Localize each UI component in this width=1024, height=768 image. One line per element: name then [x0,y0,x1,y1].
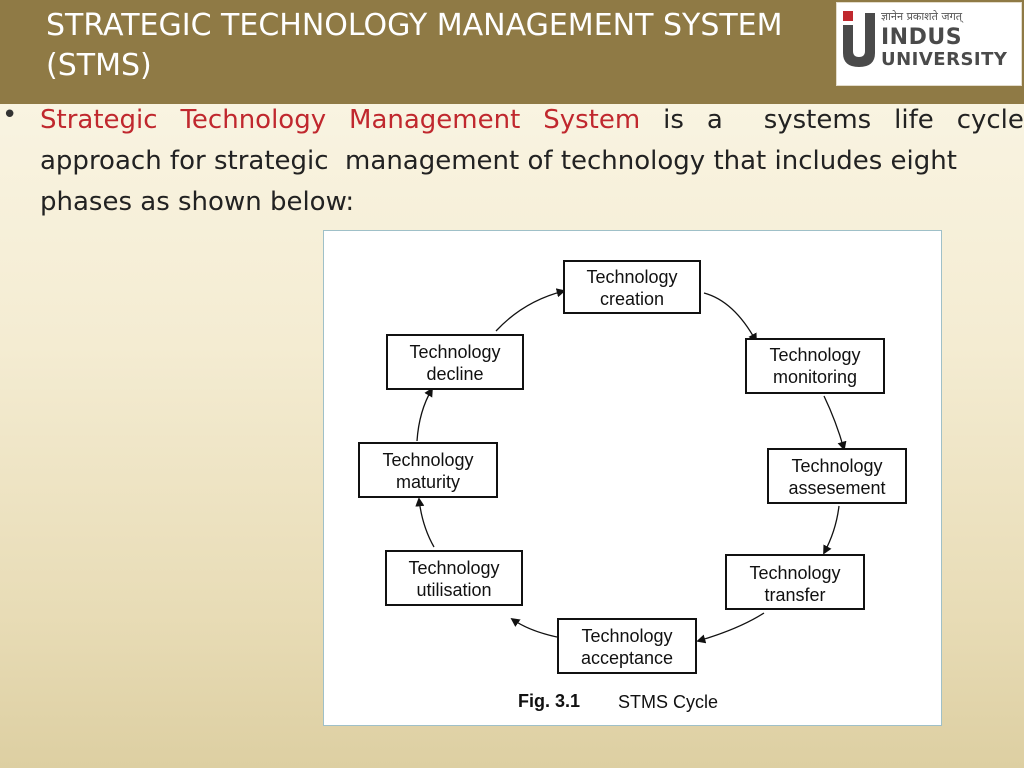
logo-name-line-2: UNIVERSITY [881,49,1008,70]
highlight-word: Strategic [40,105,158,135]
svg-text:Technology: Technology [791,456,882,476]
paragraph-word: cycle [956,105,1024,135]
phase-box-utilisation: Technology utilisation [385,550,523,606]
figure-caption-label: Fig. 3.1 [518,691,580,711]
body-paragraph: Strategic Technology Management System i… [40,100,1024,223]
highlight-word: Technology [180,105,327,135]
logo-emblem-icon [843,11,875,67]
svg-text:Technology: Technology [409,342,500,362]
cycle-arrow [823,395,847,451]
svg-text:creation: creation [600,289,664,309]
paragraph-line-2: approach for strategic management of tec… [40,146,957,176]
figure-caption-title: STMS Cycle [618,692,718,712]
logo-tagline: ज्ञानेन प्रकाशते जगत् [881,10,963,23]
svg-text:monitoring: monitoring [773,367,857,387]
title-line-2: (STMS) [46,48,152,83]
cycle-arrow [703,292,757,343]
paragraph-line-3: phases as shown below: [40,187,355,217]
cycle-arrow [495,288,566,332]
phase-box-monitoring: Technology monitoring [745,338,885,394]
svg-text:Technology: Technology [581,626,672,646]
cycle-arrow [510,617,558,638]
svg-text:assesement: assesement [788,478,885,498]
svg-text:Technology: Technology [586,267,677,287]
slide-title: STRATEGIC TECHNOLOGY MANAGEMENT SYSTEM (… [46,6,846,86]
cycle-arrow [416,387,433,442]
phase-box-decline: Technology decline [386,334,524,390]
bullet-marker: • [2,100,18,130]
phase-box-maturity: Technology maturity [358,442,498,498]
svg-text:Technology: Technology [749,563,840,583]
highlight-word: System [543,105,641,135]
cycle-diagram: Technology creation Technology monitorin… [358,260,907,712]
svg-text:decline: decline [426,364,483,384]
logo-name-line-1: INDUS [881,25,963,50]
phase-box-transfer: Technology transfer [725,554,865,610]
phase-box-assesement: Technology assesement [767,448,907,504]
paragraph-line-1: Strategic Technology Management System i… [40,100,1024,141]
svg-text:utilisation: utilisation [416,580,491,600]
svg-text:Technology: Technology [408,558,499,578]
svg-text:Technology: Technology [382,450,473,470]
paragraph-word: a [706,105,723,135]
paragraph-word: systems [763,105,872,135]
stms-cycle-figure: Technology creation Technology monitorin… [323,230,942,726]
svg-text:maturity: maturity [396,472,460,492]
paragraph-word: is [663,105,684,135]
svg-text:Technology: Technology [769,345,860,365]
phase-box-creation: Technology creation [563,260,701,314]
svg-text:acceptance: acceptance [581,648,673,668]
cycle-arrow [696,612,765,644]
highlight-word: Management [349,105,521,135]
phase-box-acceptance: Technology acceptance [557,618,697,674]
cycle-arrow [415,497,435,548]
university-logo: ज्ञानेन प्रकाशते जगत् INDUS UNIVERSITY [836,2,1022,86]
svg-text:transfer: transfer [764,585,825,605]
title-line-1: STRATEGIC TECHNOLOGY MANAGEMENT SYSTEM [46,8,783,43]
cycle-arrow [823,505,840,555]
paragraph-word: life [894,105,934,135]
